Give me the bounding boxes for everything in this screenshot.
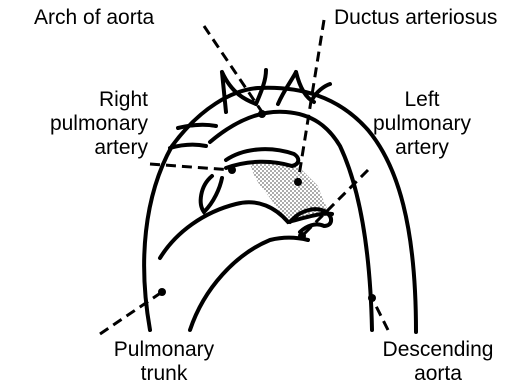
vessel-stub-lower-left [170, 145, 206, 148]
label-left-pulmonary-artery-line2: pulmonary [364, 112, 480, 136]
label-left-pulmonary-artery: Left pulmonary artery [364, 88, 480, 160]
marker-dot-descending-aorta [368, 294, 376, 302]
leader-pulmonary-trunk [100, 292, 162, 334]
label-pulmonary-trunk-line1: Pulmonary [96, 338, 232, 362]
label-ductus-arteriosus-text: Ductus arteriosus [334, 6, 497, 30]
marker-dot-left-pulmonary [298, 232, 306, 240]
label-pulmonary-trunk: Pulmonary trunk [96, 338, 232, 386]
label-right-pulmonary-artery-line1: Right [24, 88, 148, 112]
marker-dot-ductus [294, 178, 302, 186]
leader-descending-aorta [372, 298, 388, 330]
label-descending-aorta: Descending aorta [368, 338, 508, 386]
label-arch-of-aorta-text: Arch of aorta [34, 6, 154, 30]
label-left-pulmonary-artery-line3: artery [364, 136, 480, 160]
label-descending-aorta-line1: Descending [368, 338, 508, 362]
label-right-pulmonary-artery: Right pulmonary artery [24, 88, 148, 160]
leader-ductus-arteriosus [298, 20, 324, 182]
label-right-pulmonary-artery-line2: pulmonary [24, 112, 148, 136]
vessel-stub-upper-left [178, 125, 216, 128]
label-ductus-arteriosus: Ductus arteriosus [334, 6, 497, 30]
label-arch-of-aorta: Arch of aorta [34, 6, 154, 30]
leader-arch-of-aorta [204, 26, 262, 112]
label-descending-aorta-line2: aorta [368, 362, 508, 386]
marker-dot-pulmonary-trunk [158, 288, 166, 296]
marker-dot-arch [258, 110, 266, 118]
marker-dot-right-pulmonary [228, 166, 236, 174]
label-right-pulmonary-artery-line3: artery [24, 136, 148, 160]
label-left-pulmonary-artery-line1: Left [364, 88, 480, 112]
pulmonary-trunk-lower-wall [190, 238, 308, 330]
left-vessel-loop [201, 176, 222, 212]
label-pulmonary-trunk-line2: trunk [96, 362, 232, 386]
